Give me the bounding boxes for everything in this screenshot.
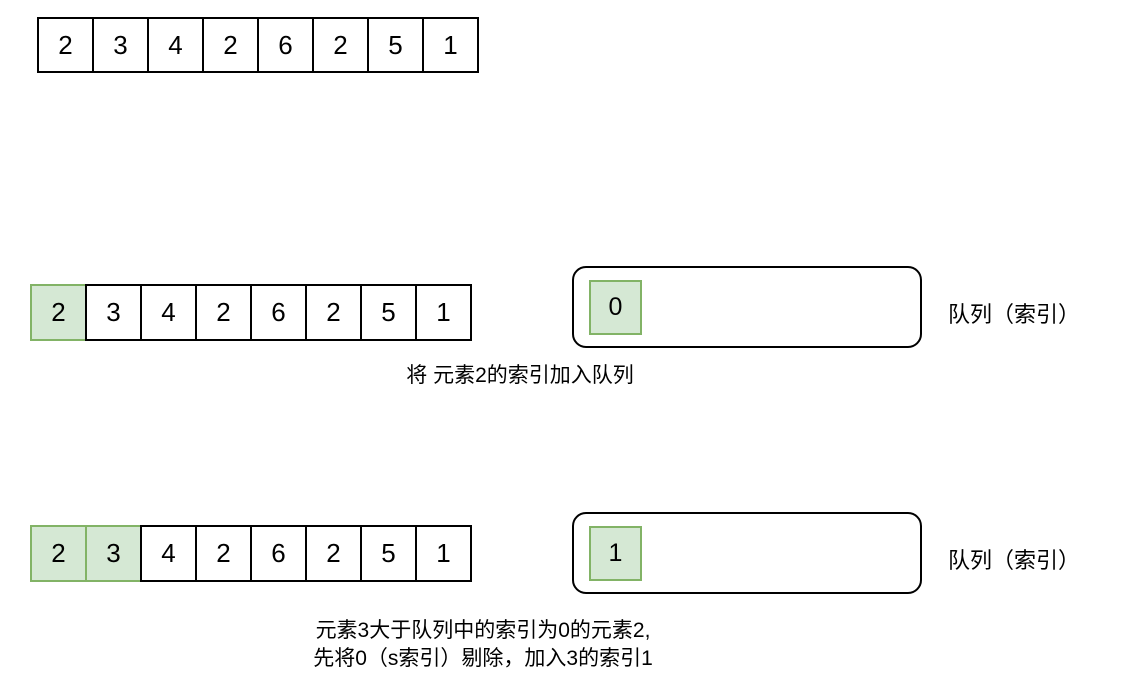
array-row-step2: 2 3 4 2 6 2 5 1 bbox=[30, 525, 472, 582]
array-cell: 6 bbox=[250, 284, 307, 341]
queue-label: 队列（索引） bbox=[948, 548, 1081, 573]
step2-caption: 元素3大于队列中的索引为0的元素2, 先将0（s索引）剔除，加入3的索引1 bbox=[233, 617, 733, 673]
array-cell-highlighted: 2 bbox=[30, 525, 87, 582]
array-cell: 3 bbox=[85, 284, 142, 341]
queue-item: 1 bbox=[589, 526, 642, 581]
array-cell: 2 bbox=[195, 525, 252, 582]
step2-caption-line2: 先将0（s索引）剔除，加入3的索引1 bbox=[313, 647, 653, 670]
array-cell: 6 bbox=[257, 17, 314, 73]
array-cell: 1 bbox=[415, 284, 472, 341]
queue-label: 队列（索引） bbox=[948, 302, 1081, 327]
queue-box-step1: 0 bbox=[572, 266, 922, 348]
array-row-step1: 2 3 4 2 6 2 5 1 bbox=[30, 284, 472, 341]
array-cell: 5 bbox=[360, 284, 417, 341]
queue-box-step2: 1 bbox=[572, 512, 922, 594]
queue-item: 0 bbox=[589, 280, 642, 335]
array-cell-highlighted: 2 bbox=[30, 284, 87, 341]
array-cell: 4 bbox=[140, 525, 197, 582]
array-cell: 2 bbox=[37, 17, 94, 73]
array-cell: 2 bbox=[312, 17, 369, 73]
array-cell: 6 bbox=[250, 525, 307, 582]
array-cell: 1 bbox=[415, 525, 472, 582]
array-cell: 5 bbox=[360, 525, 417, 582]
array-cell-highlighted: 3 bbox=[85, 525, 142, 582]
array-cell: 4 bbox=[147, 17, 204, 73]
array-row-initial: 2 3 4 2 6 2 5 1 bbox=[37, 17, 479, 73]
array-cell: 2 bbox=[202, 17, 259, 73]
array-cell: 3 bbox=[92, 17, 149, 73]
array-cell: 4 bbox=[140, 284, 197, 341]
step1-caption: 将 元素2的索引加入队列 bbox=[406, 364, 634, 387]
array-cell: 2 bbox=[195, 284, 252, 341]
array-cell: 2 bbox=[305, 525, 362, 582]
array-cell: 2 bbox=[305, 284, 362, 341]
step2-caption-line1: 元素3大于队列中的索引为0的元素2, bbox=[315, 619, 651, 642]
array-cell: 1 bbox=[422, 17, 479, 73]
array-cell: 5 bbox=[367, 17, 424, 73]
